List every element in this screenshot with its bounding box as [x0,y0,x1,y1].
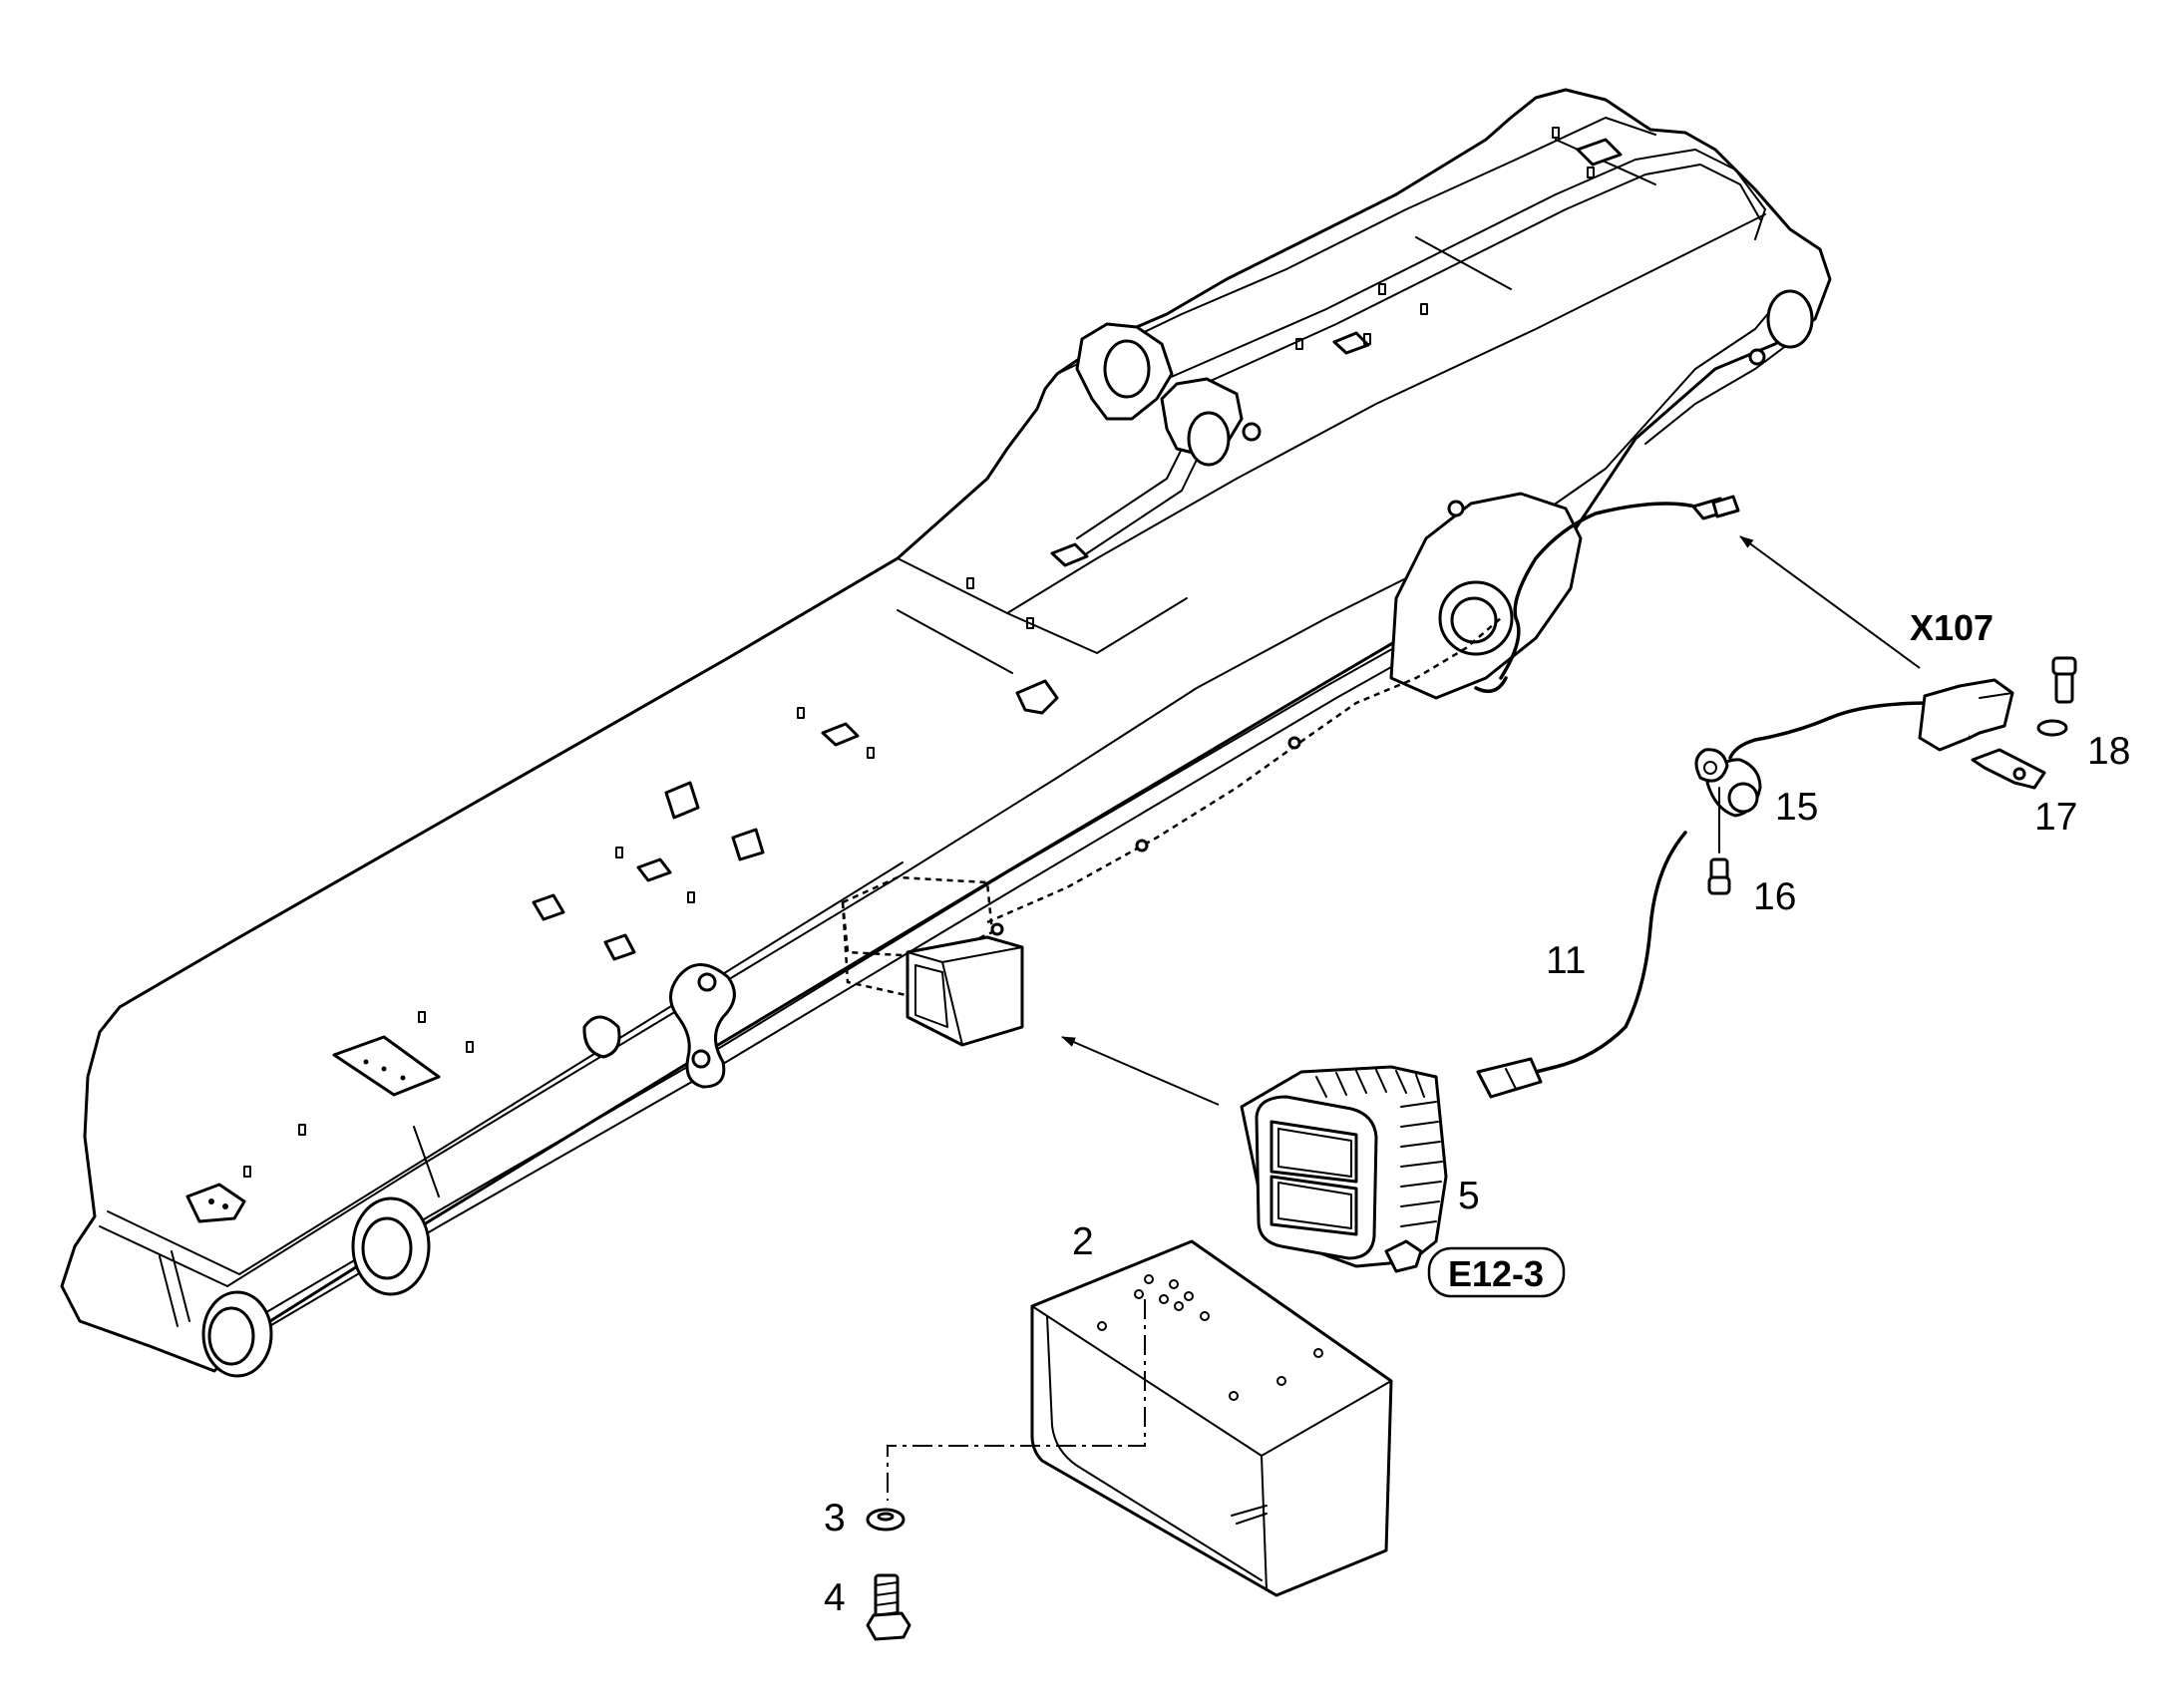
cable-11-icon [1476,716,1832,1099]
connector-x107-icon [1828,678,2014,752]
screw-16-icon [1707,787,1731,895]
callout-18: 18 [2087,730,2130,773]
cylinder-mount [1389,492,1583,700]
screw-18-icon [2036,656,2077,737]
boom-arm [60,88,1832,1373]
arrow-lamp [1061,1036,1220,1106]
boom-fork [1075,289,1814,467]
callout-16: 16 [1753,875,1796,918]
callout-2: 2 [1072,1220,1094,1263]
component-tag: E12-3 [1427,1246,1566,1298]
boom-pegs [243,127,1595,1178]
callout-17: 17 [2034,796,2077,839]
callout-11: 11 [1546,939,1587,982]
boom-studs [332,138,1623,1097]
callout-4: 4 [824,1576,846,1619]
boom-foot-pin [159,1183,431,1378]
callout-3: 3 [824,1497,846,1539]
internal-cable-route [986,617,1502,936]
washer-3-icon [866,1508,906,1532]
arrow-x107 [1739,535,1921,669]
assembly-center-line [887,1299,1146,1501]
callout-5: 5 [1458,1175,1480,1217]
callout-15: 15 [1775,786,1818,829]
component-tag-text: E12-3 [1448,1253,1544,1294]
mounting-plate-17-icon [1971,748,2046,790]
hex-bolt-4-icon [866,1573,911,1641]
cable-clamp-15-icon [1694,748,1762,818]
lamp-guard-2-icon [1030,1239,1393,1597]
connector-label-x107: X107 [1910,607,1994,648]
wiring-harness-x107 [1474,495,1740,694]
work-lamp-5-icon [1240,1065,1448,1273]
